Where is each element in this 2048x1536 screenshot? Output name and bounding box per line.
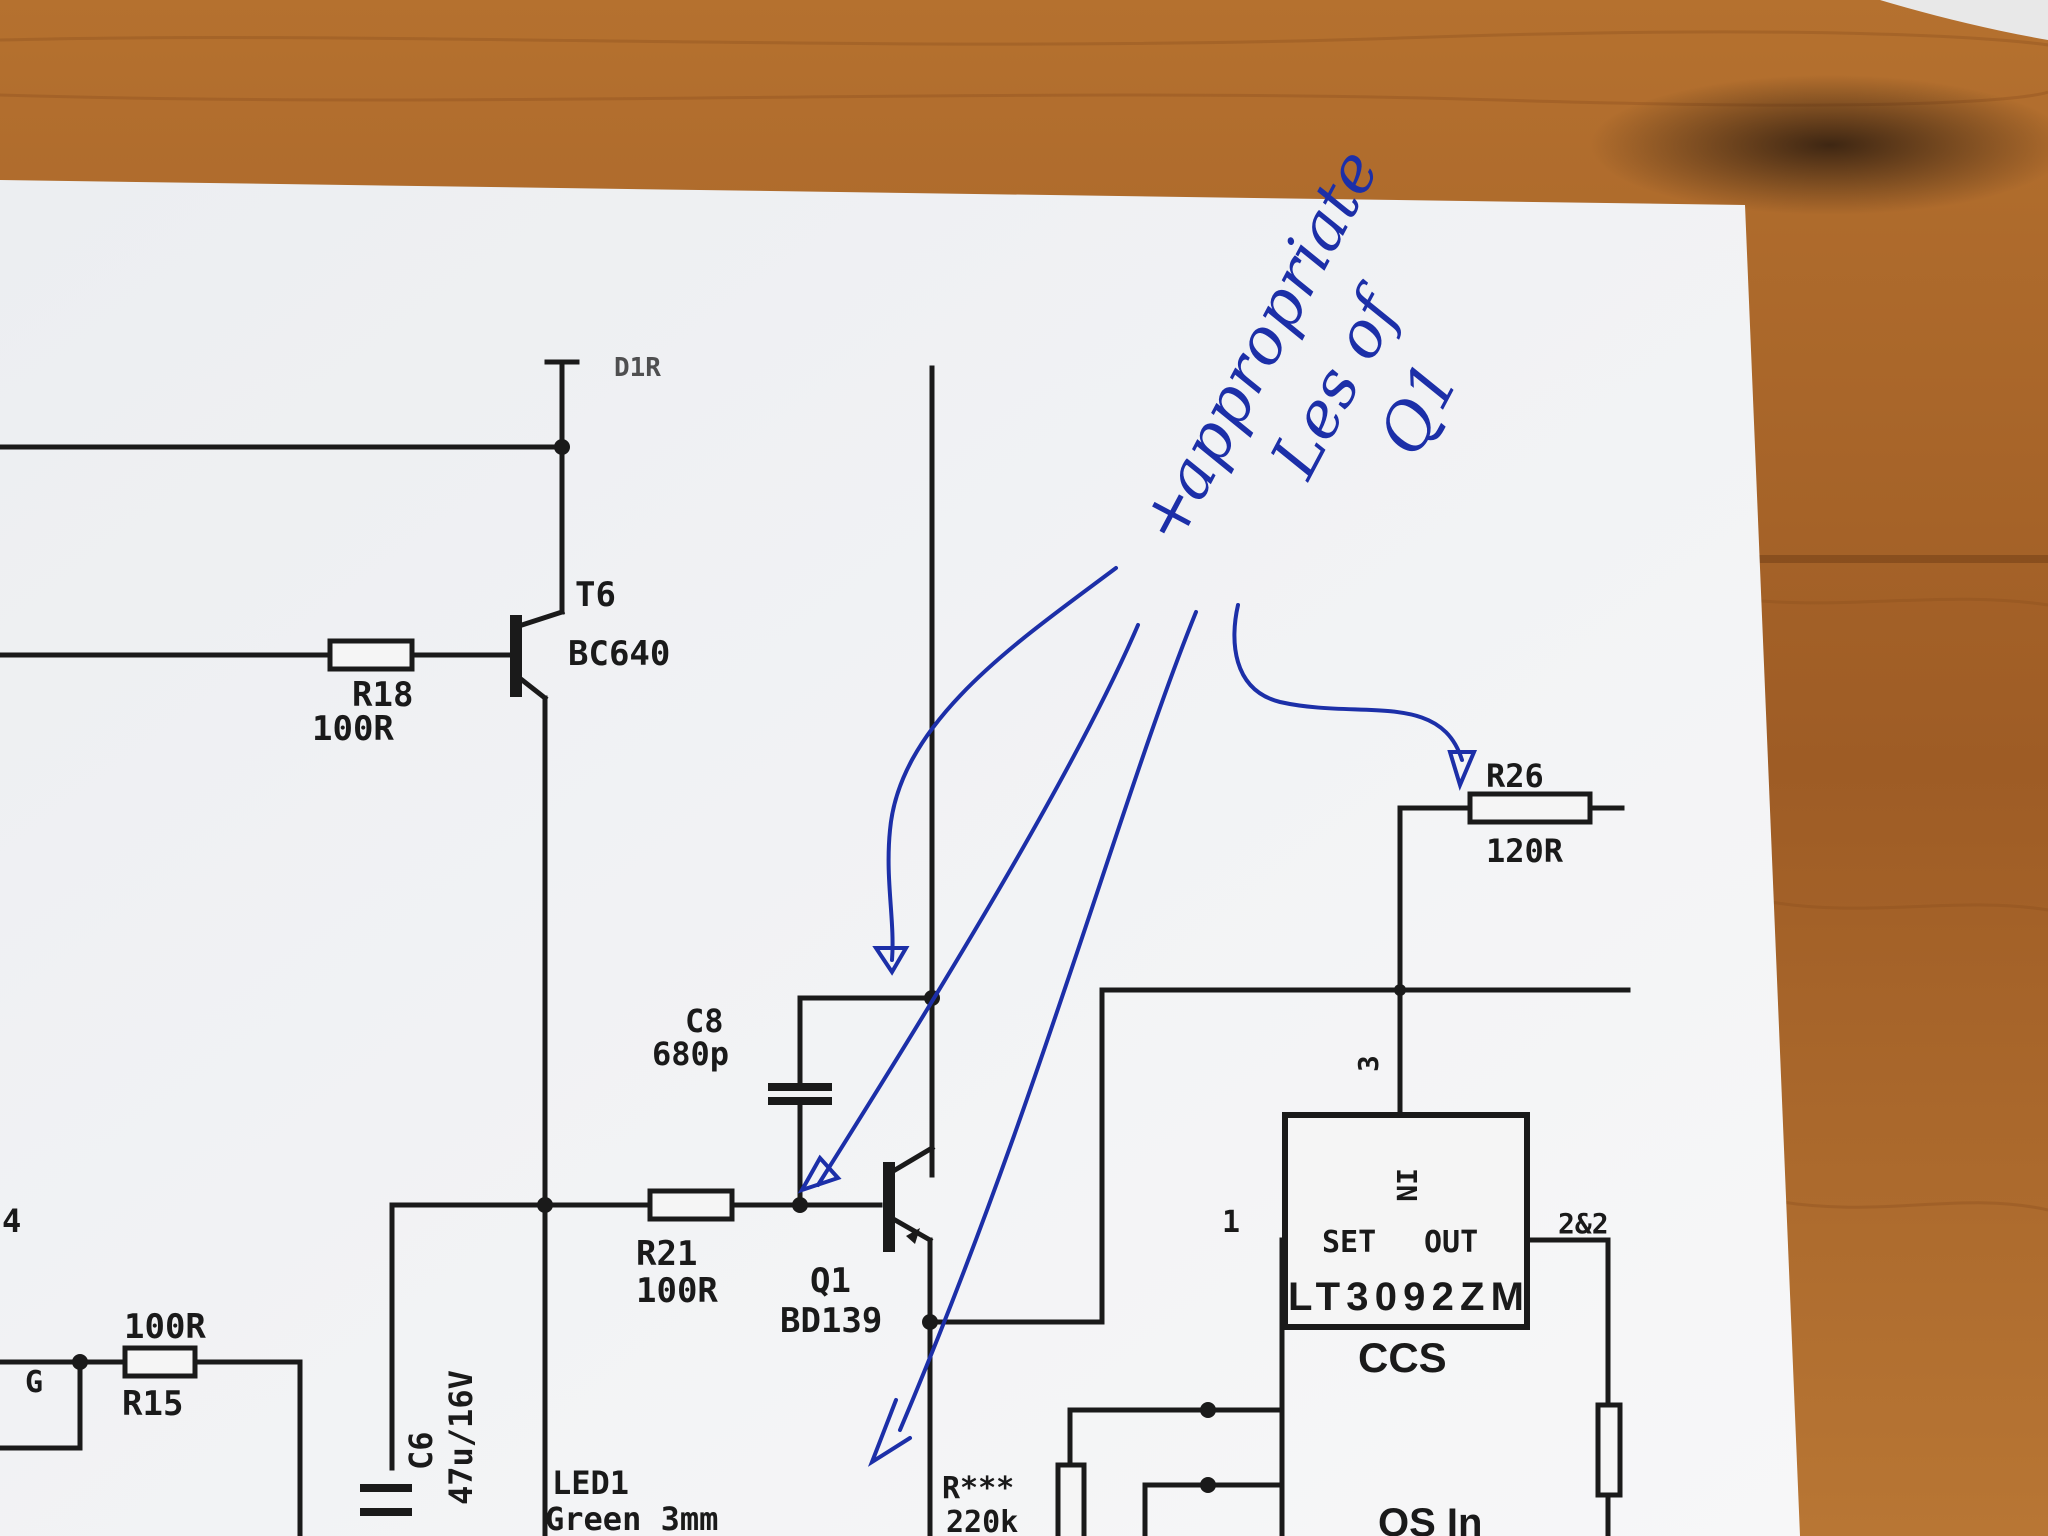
C8-value: 680p (652, 1035, 729, 1073)
regulator-pin-in: IN (1390, 1168, 1423, 1202)
R15-value: 100R (124, 1307, 206, 1347)
bottom-right-label: OS In (1378, 1501, 1482, 1536)
Q1-emitter-arrow (906, 1228, 920, 1244)
T6-ref: T6 (575, 575, 616, 615)
LED1-desc: Green 3mm (545, 1500, 718, 1536)
object-shadow (1590, 75, 2048, 215)
R15-ref: R15 (122, 1384, 183, 1424)
R18-ref: R18 (352, 675, 413, 715)
LED1-ref: LED1 (552, 1464, 629, 1502)
C6-value: 47u/16V (442, 1370, 480, 1505)
active-device-bars (360, 615, 920, 1516)
schematic-wires (0, 359, 1631, 1536)
T6-part: BC640 (568, 634, 670, 674)
arrow-to-emitter-head (867, 1398, 912, 1467)
arrow-to-base-head (797, 1154, 842, 1194)
G-label: G (25, 1365, 43, 1400)
Rxx-body (1055, 1462, 1087, 1536)
C8-plate-top (768, 1083, 832, 1091)
Rxx-value: 220k (946, 1505, 1018, 1536)
supply-label: D1R (614, 353, 661, 383)
C8-ref: C8 (685, 1002, 724, 1040)
Q1-base-bar (883, 1162, 895, 1252)
arrow-to-base (816, 623, 1140, 1187)
arrow-to-emitter (898, 610, 1198, 1432)
C6-plate-top (360, 1484, 412, 1492)
arrow-to-R26 (1232, 603, 1464, 762)
regulator-pin2: 2&2 (1558, 1207, 1609, 1240)
R21-value: 100R (636, 1271, 718, 1311)
regulator-pin-out: OUT (1424, 1225, 1478, 1260)
C8-plate-bottom (768, 1097, 832, 1105)
Rxx-ref: R*** (942, 1471, 1014, 1506)
R-out-body (1595, 1402, 1623, 1498)
Q1-part: BD139 (780, 1301, 882, 1341)
junction-dots (72, 439, 1406, 1493)
white-object-corner (1880, 0, 2048, 40)
left-edge-label: 4 (2, 1202, 21, 1240)
regulator-pin1: 1 (1222, 1205, 1240, 1240)
R26-body (1467, 791, 1593, 825)
regulator-caption: CCS (1358, 1334, 1447, 1381)
components (122, 638, 1623, 1536)
R18-value: 100R (312, 709, 394, 749)
R21-ref: R21 (636, 1234, 697, 1274)
R26-ref: R26 (1486, 757, 1544, 795)
wood-plank-seam (1740, 555, 2048, 563)
arrow-to-collector (886, 566, 1118, 962)
regulator-box (1282, 1112, 1530, 1330)
C6-ref: C6 (402, 1431, 440, 1470)
pen-arrows (797, 566, 1478, 1467)
C6-plate-bottom (360, 1508, 412, 1516)
arrow-to-R26-head (1447, 750, 1478, 791)
regulator-pin-set: SET (1322, 1225, 1376, 1260)
R15-body (122, 1345, 198, 1379)
T6-base-bar (510, 615, 522, 697)
regulator-pin3: 3 (1352, 1055, 1385, 1072)
R18-body (327, 638, 415, 672)
Q1-ref: Q1 (810, 1261, 851, 1301)
R26-value: 120R (1486, 832, 1564, 870)
R21-body (647, 1188, 735, 1222)
arrow-to-collector-head (872, 946, 910, 976)
